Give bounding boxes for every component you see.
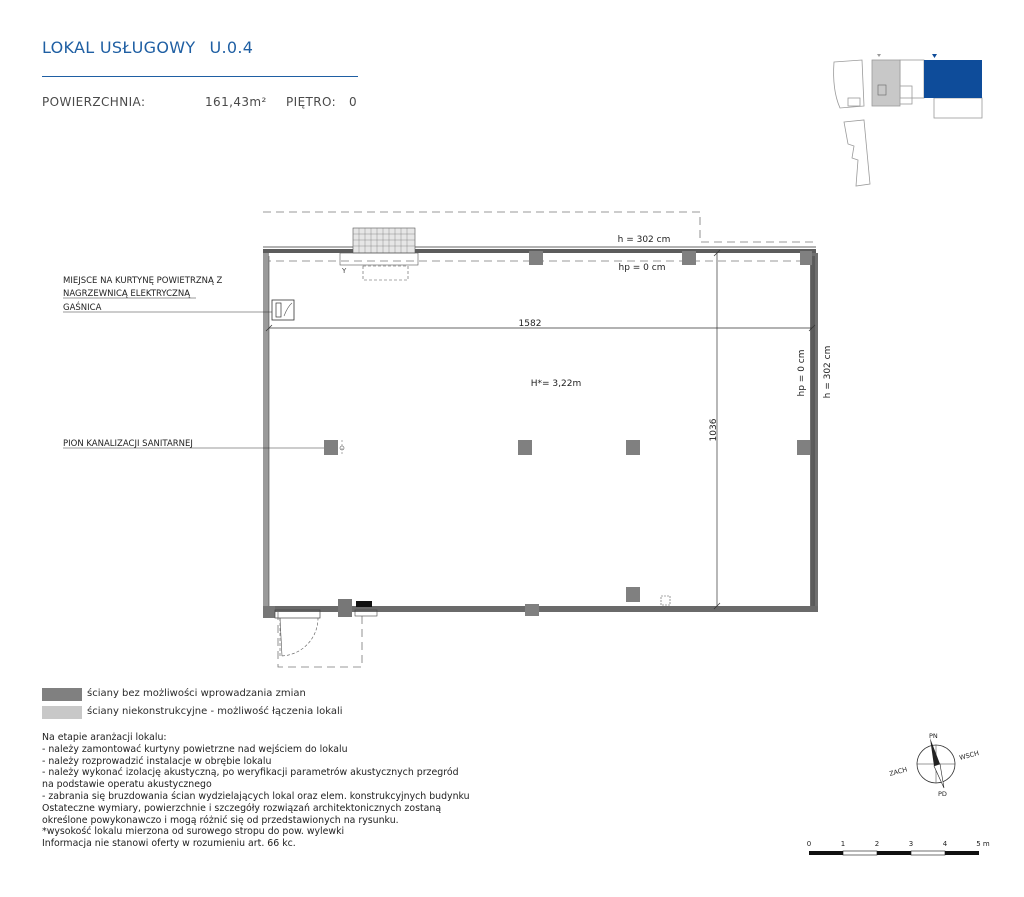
scale-segment [910, 850, 946, 856]
entrance-pillar [338, 599, 352, 617]
compass-rose: PN WSCH PD ZACH [888, 732, 979, 798]
corner-column [263, 606, 275, 618]
compass-west: ZACH [888, 765, 908, 777]
unit-title: LOKAL USŁUGOWY U.0.4 [42, 38, 253, 57]
note-line: *wysokość lokalu mierzona od surowego st… [42, 826, 345, 838]
right-hp-label: hp = 0 cm [797, 350, 807, 397]
south-arrow-icon [933, 763, 945, 789]
scale-label: 3 [909, 840, 913, 848]
note-line: określone powykonawczo i mogą różnić się… [42, 814, 399, 826]
key-plan-marker-active-icon [932, 54, 937, 58]
floor-value: 0 [349, 95, 358, 109]
legend-nonstructural-label: ściany niekonstrukcyjne - możliwość łącz… [87, 706, 343, 717]
key-plan-block-south [933, 97, 983, 119]
air-curtain-callout-line1: MIEJSCE NA KURTYNĘ POWIETRZNĄ Z [63, 276, 223, 286]
key-plan-block-lower [843, 119, 871, 187]
key-plan-highlighted-unit [924, 60, 982, 98]
right-height-label: h = 302 cm [823, 346, 833, 399]
south-wall [270, 606, 818, 612]
key-plan-annex [847, 97, 861, 107]
door-closer [356, 601, 372, 607]
legend-structural-label: ściany bez możliwości wprowadzania zmian [87, 688, 306, 699]
scale-label: 5 m [976, 840, 990, 848]
column-north-3 [800, 251, 812, 265]
floor-plan: Y 1582 1036 h = 302 cm hp = 0 cm hp = 0 … [63, 211, 833, 668]
scale-segment [842, 850, 878, 856]
note-line: Ostateczne wymiary, powierzchnie i szcze… [42, 802, 442, 814]
note-line: na podstawie operatu akustycznego [42, 779, 212, 791]
area-label: POWIERZCHNIA: [42, 95, 146, 109]
key-plan-marker-icon [877, 54, 881, 57]
air-curtain-location [362, 265, 409, 281]
extinguisher-callout: GAŚNICA [63, 301, 102, 313]
note-line: - zabrania się bruzdowania ścian wydziel… [42, 790, 470, 802]
key-plan-block-west [833, 59, 865, 109]
floor-label: PIĘTRO: [286, 95, 337, 109]
note-line: Na etapie aranżacji lokalu: [42, 732, 167, 743]
column-south-wall [525, 604, 539, 616]
legend-structural-swatch [42, 688, 82, 701]
column-south [626, 587, 640, 602]
note-line: - należy wykonać izolację akustyczną, po… [42, 767, 459, 779]
width-dimension: 1582 [519, 319, 542, 329]
door-leaf [279, 617, 283, 657]
unit-type: LOKAL USŁUGOWY [42, 38, 196, 57]
air-curtain-callout-line2: NAGRZEWNICĄ ELEKTRYCZNĄ [63, 289, 190, 299]
scale-label: 0 [807, 840, 811, 848]
west-wall [263, 253, 269, 608]
room-height-label: H*= 3,22m [531, 379, 581, 389]
top-height-label: h = 302 cm [618, 235, 671, 245]
column-north-1 [529, 251, 543, 265]
note-line: - należy zamontować kurtyny powietrzne n… [42, 743, 348, 755]
stair-grid [352, 227, 416, 254]
note-line: - należy rozprowadzić instalacje w obręb… [42, 755, 272, 767]
scale-segment [877, 851, 911, 855]
extinguisher-cabinet [271, 299, 295, 321]
compass-north: PN [929, 732, 938, 740]
unit-code: U.0.4 [209, 38, 254, 57]
scale-label: 2 [875, 840, 879, 848]
area-value: 161,43m² [205, 95, 267, 109]
title-divider [42, 76, 358, 77]
column-interior-1 [518, 440, 532, 455]
depth-dimension: 1036 [709, 418, 719, 441]
north-arrow-icon [930, 738, 940, 766]
scale-label: 1 [841, 840, 845, 848]
key-plan-neighbour [871, 59, 901, 107]
scale-segment [809, 851, 843, 855]
column-interior-3 [797, 440, 810, 455]
entrance-frame-north [339, 252, 419, 266]
door-swing-arc [279, 617, 319, 657]
extinguisher-icon [275, 302, 282, 318]
drain-callout: PION KANALIZACJI SANITARNEJ [63, 439, 193, 449]
column-drain [324, 440, 338, 455]
note-line: Informacja nie stanowi oferty w rozumien… [42, 838, 296, 850]
entrance-door-frame [274, 609, 321, 619]
entrance-sill [354, 609, 378, 617]
column-north-2 [682, 251, 696, 265]
legend-nonstructural-swatch [42, 706, 82, 719]
compass-east: WSCH [958, 749, 979, 762]
scale-bar: 0 1 2 3 4 5 m [807, 840, 990, 856]
scale-label: 4 [943, 840, 948, 848]
notes-block: Na etapie aranżacji lokalu: - należy zam… [42, 732, 470, 850]
top-hp-label: hp = 0 cm [619, 263, 666, 273]
floor-hatch [660, 595, 671, 606]
compass-south: PD [938, 790, 947, 798]
upper-outline-dashed [263, 211, 816, 243]
entrance-landing-dashed [277, 612, 363, 668]
pillar-marker-icon: Y [341, 267, 347, 275]
scale-segment [945, 851, 979, 855]
key-plan-core [877, 84, 887, 96]
key-plan [833, 54, 983, 187]
column-interior-2 [626, 440, 640, 455]
